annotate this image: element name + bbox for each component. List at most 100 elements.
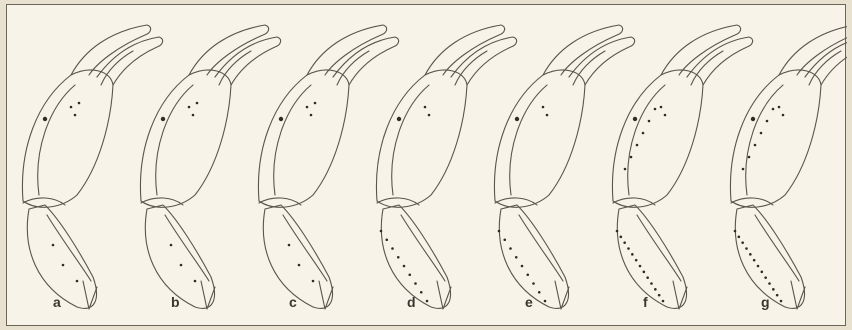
seta-dot xyxy=(515,117,519,121)
panel-label: a xyxy=(53,294,61,310)
chela-outline xyxy=(333,37,399,85)
seta-dot xyxy=(650,282,653,285)
chela-outline xyxy=(510,85,547,195)
seta-dot xyxy=(194,280,197,283)
seta-dot xyxy=(633,117,637,121)
seta-dot xyxy=(403,265,406,268)
seta-dot xyxy=(192,114,195,117)
seta-dot xyxy=(397,256,400,259)
chela-outline xyxy=(628,85,665,195)
seta-dot xyxy=(391,247,394,250)
seta-dot xyxy=(380,230,383,233)
seta-dot xyxy=(542,106,545,109)
seta-dot xyxy=(515,256,518,259)
seta-dot xyxy=(620,236,623,239)
seta-dot xyxy=(749,253,752,256)
chela-outline xyxy=(494,70,585,207)
seta-dot xyxy=(772,108,775,111)
seta-dot xyxy=(627,247,630,250)
chela-outline xyxy=(258,70,349,207)
seta-dot xyxy=(664,114,667,117)
seta-dot xyxy=(298,264,301,267)
chela-outline xyxy=(156,85,193,195)
seta-dot xyxy=(188,106,191,109)
chela-outline xyxy=(274,85,311,195)
seta-dot xyxy=(768,282,771,285)
seta-dot xyxy=(642,132,645,135)
seta-dot xyxy=(78,102,81,105)
seta-dot xyxy=(639,265,642,268)
seta-dot xyxy=(546,114,549,117)
seta-dot xyxy=(742,168,745,171)
panel-label: d xyxy=(407,294,416,310)
chela-outline xyxy=(612,70,703,207)
panel-label: c xyxy=(289,294,297,310)
seta-dot xyxy=(420,291,423,294)
seta-dot xyxy=(288,244,291,247)
seta-dot xyxy=(526,273,529,276)
chela-outline xyxy=(71,25,151,75)
chela-outline xyxy=(661,25,741,75)
chela-outline xyxy=(307,25,387,75)
chela-outline xyxy=(746,85,783,195)
seta-dot xyxy=(161,117,165,121)
seta-dot xyxy=(521,265,524,268)
chela-outline xyxy=(38,85,75,195)
appendage-illustrations: abcdefg xyxy=(7,5,847,327)
panel-label: b xyxy=(171,294,180,310)
seta-dot xyxy=(646,276,649,279)
seta-dot xyxy=(312,280,315,283)
chela-outline xyxy=(215,37,281,85)
seta-dot xyxy=(385,238,388,241)
seta-dot xyxy=(62,264,65,267)
seta-dot xyxy=(776,294,779,297)
lower-segment-outline xyxy=(47,215,91,281)
seta-dot xyxy=(624,168,627,171)
lower-segment-outline xyxy=(83,281,97,309)
seta-dot xyxy=(70,106,73,109)
panel-label: e xyxy=(525,294,533,310)
seta-dot xyxy=(741,241,744,244)
seta-dot xyxy=(748,156,751,159)
seta-dot xyxy=(662,300,665,303)
seta-dot xyxy=(314,102,317,105)
seta-dot xyxy=(408,273,411,276)
seta-dot xyxy=(658,294,661,297)
panel-label: f xyxy=(643,294,648,310)
lower-segment-outline xyxy=(791,281,805,309)
lower-segment-outline xyxy=(555,281,569,309)
seta-dot xyxy=(636,144,639,147)
chela-outline xyxy=(189,25,269,75)
seta-dot xyxy=(544,300,547,303)
seta-dot xyxy=(424,106,427,109)
lower-segment-outline xyxy=(519,215,563,281)
chela-outline xyxy=(543,25,623,75)
seta-dot xyxy=(43,117,47,121)
lower-segment-outline xyxy=(283,215,327,281)
lower-segment-outline xyxy=(673,281,687,309)
seta-dot xyxy=(498,230,501,233)
seta-dot xyxy=(503,238,506,241)
seta-dot xyxy=(631,253,634,256)
lower-segment-outline xyxy=(401,215,445,281)
chela-outline xyxy=(22,70,113,207)
seta-dot xyxy=(426,300,429,303)
seta-dot xyxy=(635,259,638,262)
seta-dot xyxy=(648,120,651,123)
seta-dot xyxy=(772,288,775,291)
chela-outline xyxy=(451,37,517,85)
seta-dot xyxy=(532,282,535,285)
seta-dot xyxy=(738,236,741,239)
chela-outline xyxy=(376,70,467,207)
seta-dot xyxy=(538,291,541,294)
seta-dot xyxy=(760,132,763,135)
seta-dot xyxy=(778,106,781,109)
seta-dot xyxy=(753,259,756,262)
seta-dot xyxy=(397,117,401,121)
lower-segment-outline xyxy=(201,281,215,309)
seta-dot xyxy=(745,247,748,250)
lower-segment-outline xyxy=(165,215,209,281)
seta-dot xyxy=(170,244,173,247)
seta-dot xyxy=(196,102,199,105)
